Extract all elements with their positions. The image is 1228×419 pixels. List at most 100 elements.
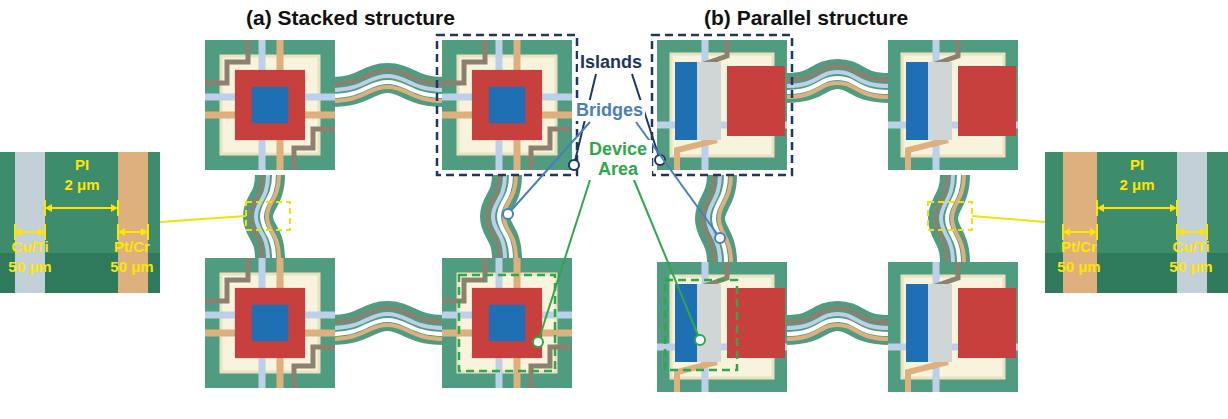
- bridge-layer: [267, 175, 279, 258]
- zoom-inset: PI 2 μm Cu/Ti 50 μm Pt/Cr 50 μm: [0, 152, 160, 293]
- bridge: [935, 175, 964, 262]
- dimension-label: 50 μm: [110, 258, 153, 275]
- tick: [117, 224, 119, 240]
- zoom-frame: [246, 202, 290, 230]
- island-pad: [458, 274, 556, 372]
- spacer: [697, 62, 721, 140]
- arrowhead: [45, 204, 118, 212]
- device-frame: [665, 280, 737, 370]
- zoom-frame: [928, 202, 972, 230]
- bridge: [487, 175, 516, 258]
- arrowhead: [15, 228, 45, 236]
- pi-layer: [0, 152, 160, 293]
- leader-dot: [503, 209, 513, 219]
- electrode: [472, 70, 542, 140]
- electrode: [235, 70, 305, 140]
- leader-dot: [695, 335, 705, 345]
- island: [442, 40, 572, 170]
- active-layer: [489, 87, 525, 123]
- zoom-leader: [160, 216, 246, 222]
- zoom-leader: [972, 216, 1045, 222]
- bridge-layer: [785, 325, 890, 339]
- layer-label: PI: [75, 156, 89, 173]
- active-layer: [489, 305, 525, 341]
- bridge-layer: [952, 175, 964, 262]
- zoom-inset: PI2 μmPt/Cr50 μmCu/Ti50 μm: [1045, 152, 1228, 293]
- bridge: [785, 308, 890, 339]
- dimension-label: 50 μm: [1169, 258, 1212, 275]
- island: [205, 258, 335, 388]
- leader-line: [508, 122, 590, 214]
- bridge-layer: [504, 175, 516, 258]
- island-base: [205, 40, 335, 170]
- island-base: [442, 258, 572, 388]
- leader-dot: [533, 337, 543, 347]
- tick: [14, 224, 16, 240]
- electrode: [958, 66, 1016, 136]
- leader-line: [634, 180, 700, 340]
- bridge: [785, 66, 890, 97]
- active-layer: [675, 62, 697, 140]
- dimension-label: 50 μm: [8, 258, 51, 275]
- electrode: [958, 288, 1016, 358]
- leader-dot: [569, 160, 579, 170]
- layer-label: 2 μm: [64, 176, 99, 193]
- island-base: [657, 40, 787, 170]
- arrowhead: [1063, 228, 1097, 236]
- dimension-label: Pt/Cr: [114, 238, 150, 255]
- panel-title: (a) Stacked structure: [246, 6, 455, 30]
- spacer: [928, 284, 952, 362]
- island-base: [888, 40, 1018, 170]
- active-layer: [252, 305, 288, 341]
- island-frame: [437, 35, 577, 175]
- tick: [1176, 200, 1178, 216]
- tick: [117, 200, 119, 216]
- dimension-label: 50 μm: [1057, 258, 1100, 275]
- island: [205, 40, 335, 170]
- panel-title: (b) Parallel structure: [704, 6, 908, 30]
- trace: [908, 362, 948, 392]
- callout-label: Device Area: [584, 140, 652, 180]
- tick: [44, 224, 46, 240]
- tick: [44, 200, 46, 216]
- spacer: [697, 284, 721, 362]
- island-base: [442, 40, 572, 170]
- active-layer: [906, 284, 928, 362]
- leader-line: [538, 180, 590, 342]
- dimension-line: [1099, 207, 1175, 209]
- active-layer: [906, 62, 928, 140]
- bridge: [250, 175, 279, 258]
- dimension-label: Cu/Ti: [11, 238, 48, 255]
- layer-label: 2 μm: [1119, 176, 1154, 193]
- electrode: [472, 288, 542, 358]
- pi-layer: [1045, 152, 1228, 293]
- callout-label: Islands: [578, 52, 644, 73]
- active-layer: [252, 87, 288, 123]
- leader-dot: [715, 233, 725, 243]
- island-pad: [458, 56, 556, 154]
- trace: [677, 140, 717, 170]
- island: [657, 40, 787, 170]
- tick: [1096, 200, 1098, 216]
- device-frame: [459, 275, 555, 371]
- layer-label: PI: [1130, 156, 1144, 173]
- bridge-layer: [785, 83, 890, 97]
- bridge: [330, 308, 445, 339]
- bridge-layer: [330, 87, 445, 101]
- island-base: [888, 262, 1018, 392]
- island-pad: [221, 274, 319, 372]
- island-pad: [221, 56, 319, 154]
- island: [888, 262, 1018, 392]
- tick: [1062, 224, 1064, 240]
- arrowhead: [1097, 204, 1177, 212]
- dimension-label: Pt/Cr: [1061, 238, 1097, 255]
- dimension-line: [47, 207, 116, 209]
- tick: [1206, 224, 1208, 240]
- trace: [677, 362, 717, 392]
- electrode: [727, 288, 785, 358]
- tick: [1176, 224, 1178, 240]
- island: [888, 40, 1018, 170]
- electrode: [235, 288, 305, 358]
- arrowhead: [118, 228, 148, 236]
